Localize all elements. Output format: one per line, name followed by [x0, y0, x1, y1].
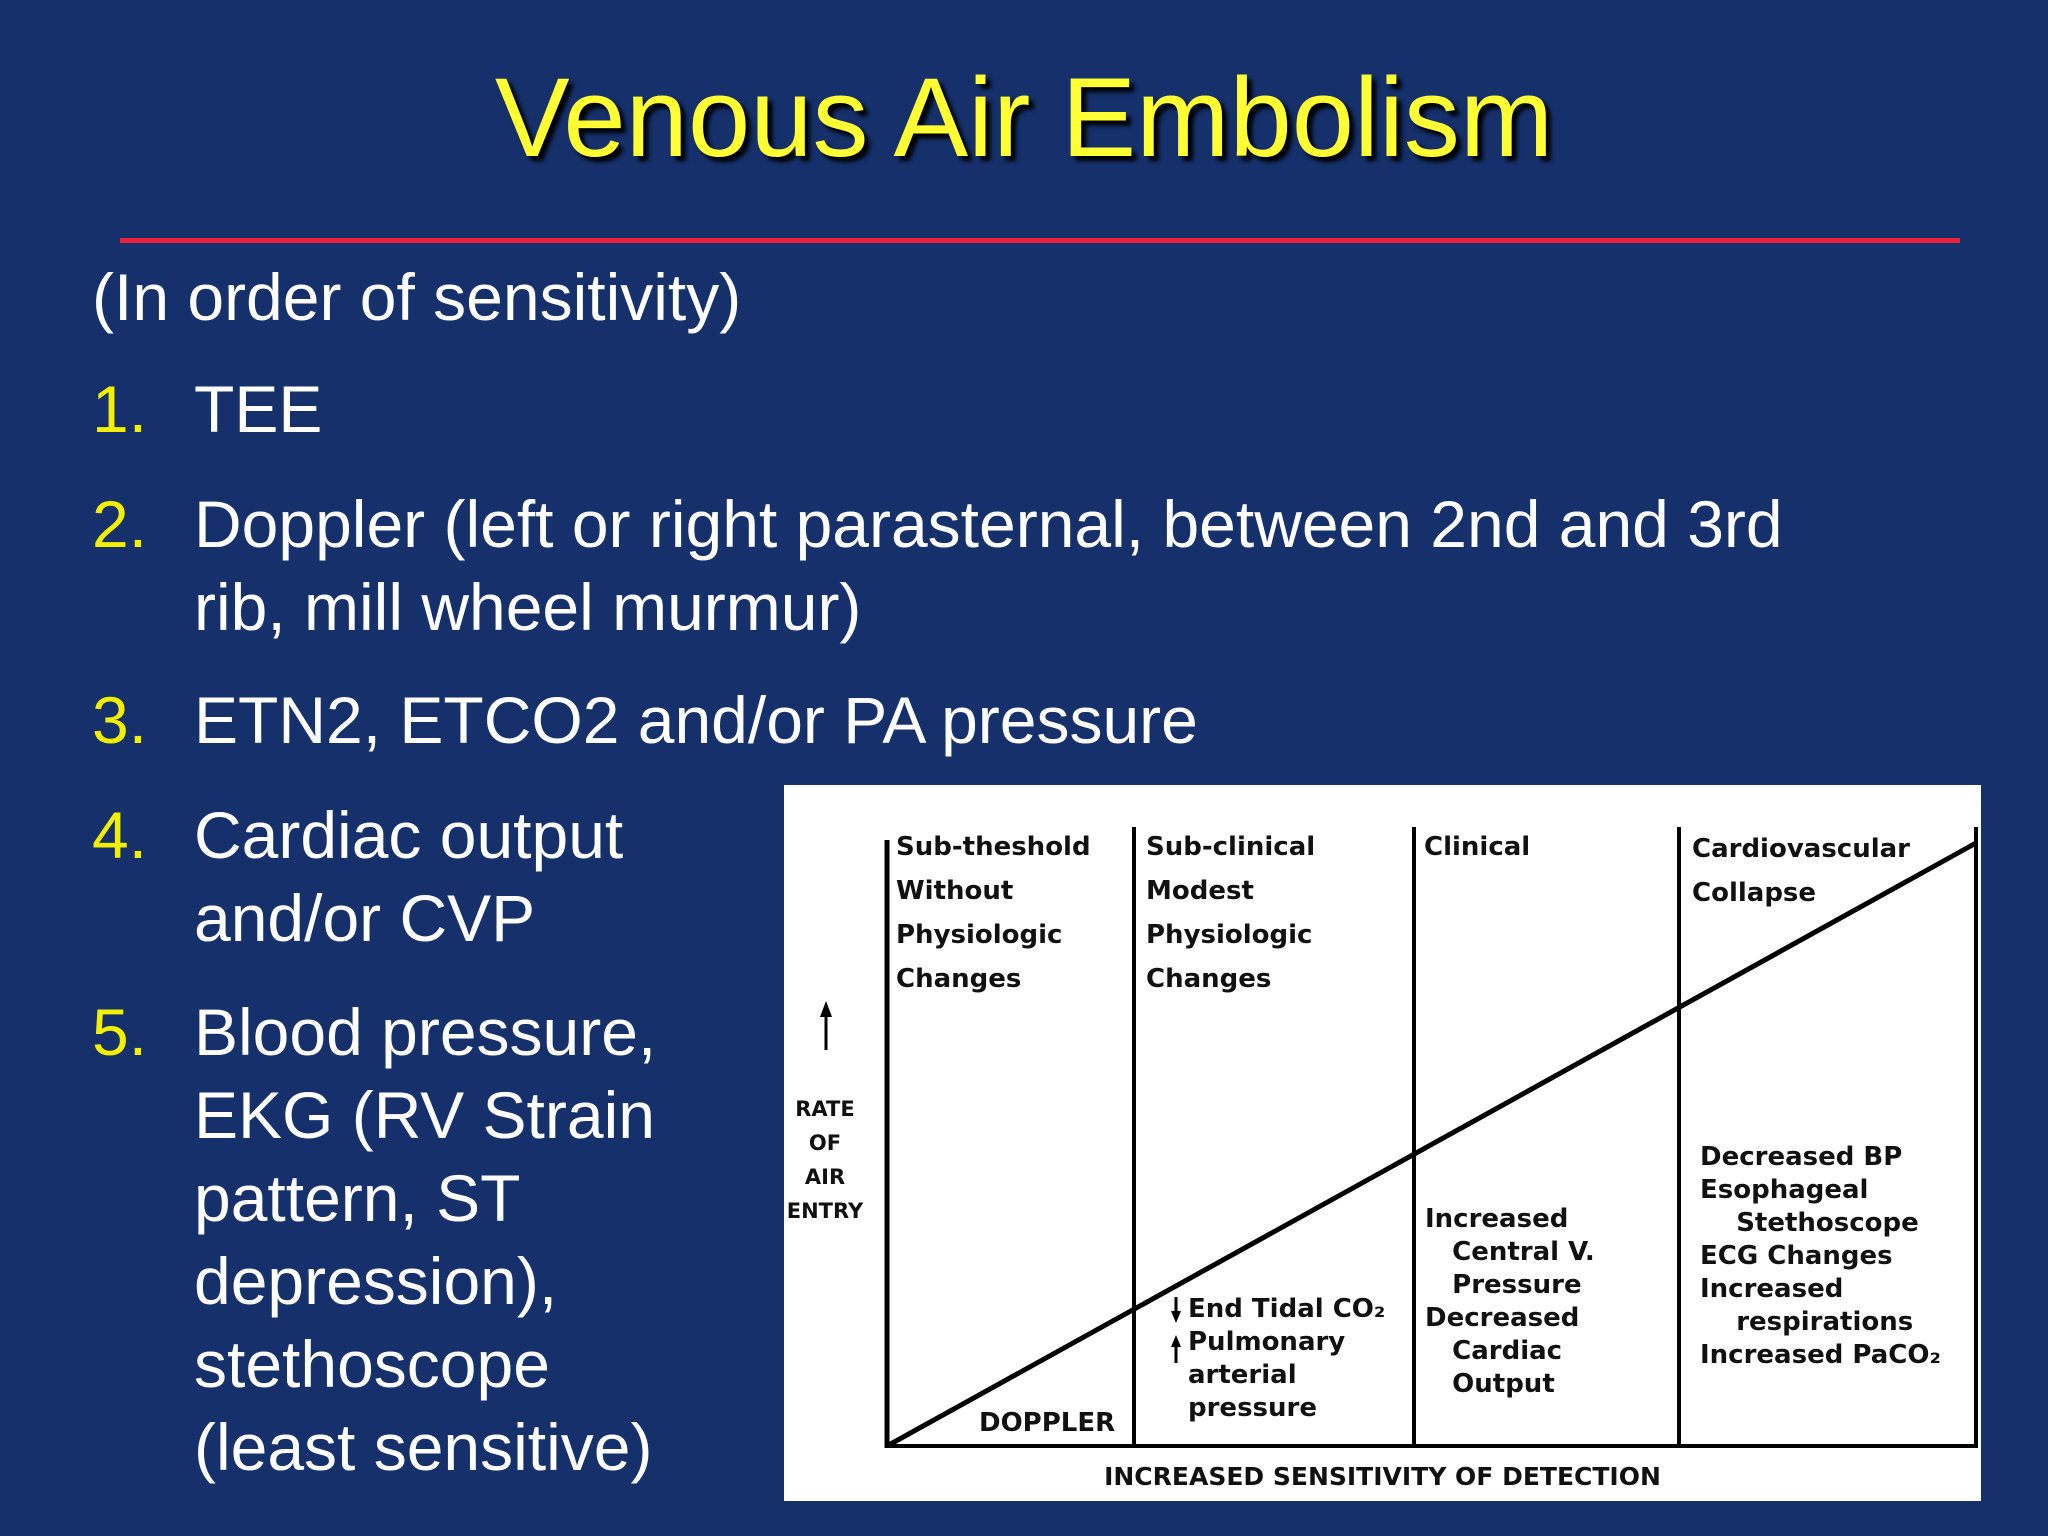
list-text: Doppler (left or right parasternal, betw… [194, 487, 1783, 644]
arrow-up-icon [820, 1001, 832, 1050]
band-header: Clinical [1424, 832, 1531, 862]
list-item: 2. Doppler (left or right parasternal, b… [92, 483, 1892, 649]
list-text: Cardiac output and/or CVP [194, 798, 624, 955]
subtitle: (In order of sensitivity) [92, 260, 742, 334]
list-number: 3. [92, 683, 148, 757]
slide-title: Venous Air Embolism [494, 55, 1554, 180]
list-number: 1. [92, 372, 148, 446]
band-signs: Increased Central V. Pressure Decreased … [1425, 1204, 1595, 1399]
band-header: Sub-clinical Modest Physiologic Changes [1146, 832, 1316, 994]
list-text: ETN2, ETCO2 and/or PA pressure [194, 683, 1198, 757]
rate-line [885, 840, 1978, 1449]
band-signs: DOPPLER [979, 1408, 1116, 1438]
list-item: 3. ETN2, ETCO2 and/or PA pressure [92, 679, 1892, 762]
diagram-lines [820, 827, 1978, 1449]
x-axis-label: INCREASED SENSITIVITY OF DETECTION [1104, 1462, 1661, 1491]
band-signs: End Tidal CO₂ Pulmonary arterial pressur… [1188, 1294, 1386, 1423]
band-header: Cardiovascular Collapse [1692, 834, 1911, 908]
list-item: 4. Cardiac output and/or CVP [92, 794, 712, 960]
list-text: Blood pressure, EKG (RV Strain pattern, … [194, 995, 657, 1484]
list-number: 5. [92, 995, 148, 1069]
list-text: TEE [194, 372, 323, 446]
arrow-down-icon [1171, 1297, 1181, 1323]
list-number: 4. [92, 798, 148, 872]
band-header: Sub-theshold Without Physiologic Changes [896, 832, 1091, 994]
list-item: 5. Blood pressure, EKG (RV Strain patter… [92, 991, 712, 1489]
air-entry-diagram: RATE OF AIR ENTRY Sub-theshold Without P… [784, 785, 1981, 1501]
band-signs: Decreased BP Esophageal Stethoscope ECG … [1700, 1142, 1941, 1370]
y-axis-label: RATE OF AIR ENTRY [786, 1097, 864, 1223]
arrow-up-icon [1171, 1335, 1181, 1363]
title-divider [120, 238, 1960, 243]
list-item: 1. TEE [92, 368, 1892, 451]
list-number: 2. [92, 487, 148, 561]
